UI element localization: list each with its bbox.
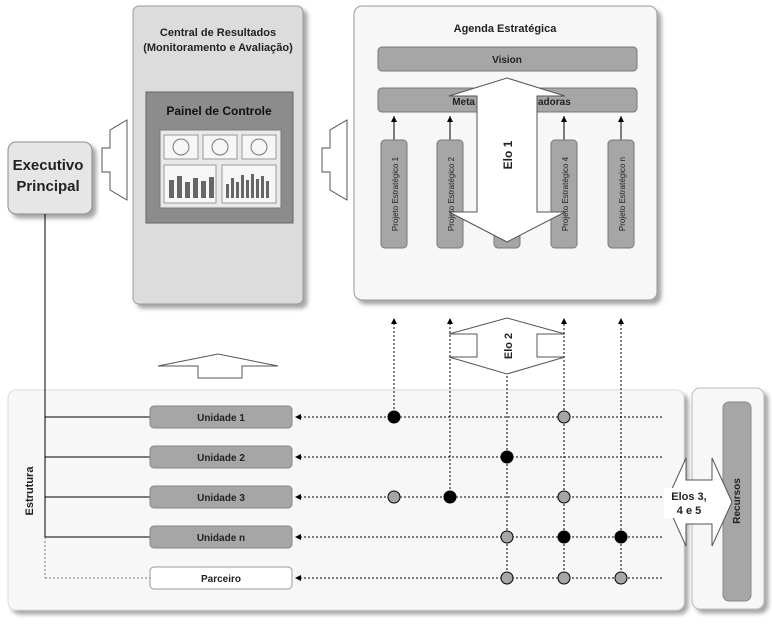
metas-label-left: Meta <box>452 97 475 108</box>
arrow-agenda-to-central <box>321 119 348 201</box>
projeto-label-4: Projeto Estratégico 4 <box>561 156 570 231</box>
unidade-n-label: Unidade n <box>197 533 245 544</box>
projeto-label-1: Projeto Estratégico 1 <box>391 156 400 231</box>
elo1-label: Elo 1 <box>501 140 515 169</box>
vision-bar <box>377 46 638 72</box>
unidade-1: Unidade 1 <box>149 405 293 429</box>
unidade-2-label: Unidade 2 <box>197 453 245 464</box>
projeto-label-2: Projeto Estratégico 2 <box>447 156 456 231</box>
unidade-3: Unidade 3 <box>149 485 293 509</box>
agenda-title: Agenda Estratégica <box>454 23 558 35</box>
painel-de-controle-title: Painel de Controle <box>166 104 272 118</box>
projeto-column-4: Projeto Estratégico 4 <box>550 139 578 249</box>
central-title-line1: Central de Resultados <box>160 27 276 39</box>
unidade-n: Unidade n <box>149 525 293 549</box>
elo1-arrow <box>448 77 566 243</box>
intersection-dots <box>387 410 628 585</box>
elos-345-line1: Elos 3, <box>671 491 706 503</box>
elo2-arrow <box>448 317 566 375</box>
unidade-1-label: Unidade 1 <box>197 413 245 424</box>
metas-label-right: adoras <box>538 97 571 108</box>
recursos-label: Recursos <box>732 478 743 524</box>
vision-label: Vision <box>492 55 522 66</box>
parceiro-label: Parceiro <box>201 574 241 585</box>
estrutura-label: Estrutura <box>24 466 36 516</box>
projeto-column-2: Projeto Estratégico 2 <box>436 139 464 249</box>
projeto-column-1: Projeto Estratégico 1 <box>380 139 408 249</box>
executivo-principal-box: Executivo Principal <box>7 141 93 215</box>
central-title-line2: (Monitoramento e Avaliação) <box>143 42 293 54</box>
agenda-estrategica-panel: Agenda Estratégica Vision Meta adoras Pr… <box>353 5 658 301</box>
executivo-line1: Executivo <box>13 157 84 174</box>
parceiro: Parceiro <box>149 566 293 590</box>
elos-345-line2: 4 e 5 <box>677 505 701 517</box>
unidade-2: Unidade 2 <box>149 445 293 469</box>
estrutura-panel: Estrutura <box>7 389 685 611</box>
projeto-column-n: Projeto Estratégico n <box>607 139 635 249</box>
arrow-central-to-executivo <box>101 119 128 201</box>
executivo-line2: Principal <box>16 178 79 195</box>
projeto-label-n: Projeto Estratégico n <box>618 157 627 231</box>
horizontal-links <box>295 414 662 581</box>
unidade-3-label: Unidade 3 <box>197 493 245 504</box>
central-de-resultados-panel: Central de Resultados (Monitoramento e A… <box>132 5 304 305</box>
dashboard-thumbnail <box>159 129 282 209</box>
arrow-estrutura-to-central <box>157 353 279 379</box>
elo2-label: Elo 2 <box>503 333 515 359</box>
